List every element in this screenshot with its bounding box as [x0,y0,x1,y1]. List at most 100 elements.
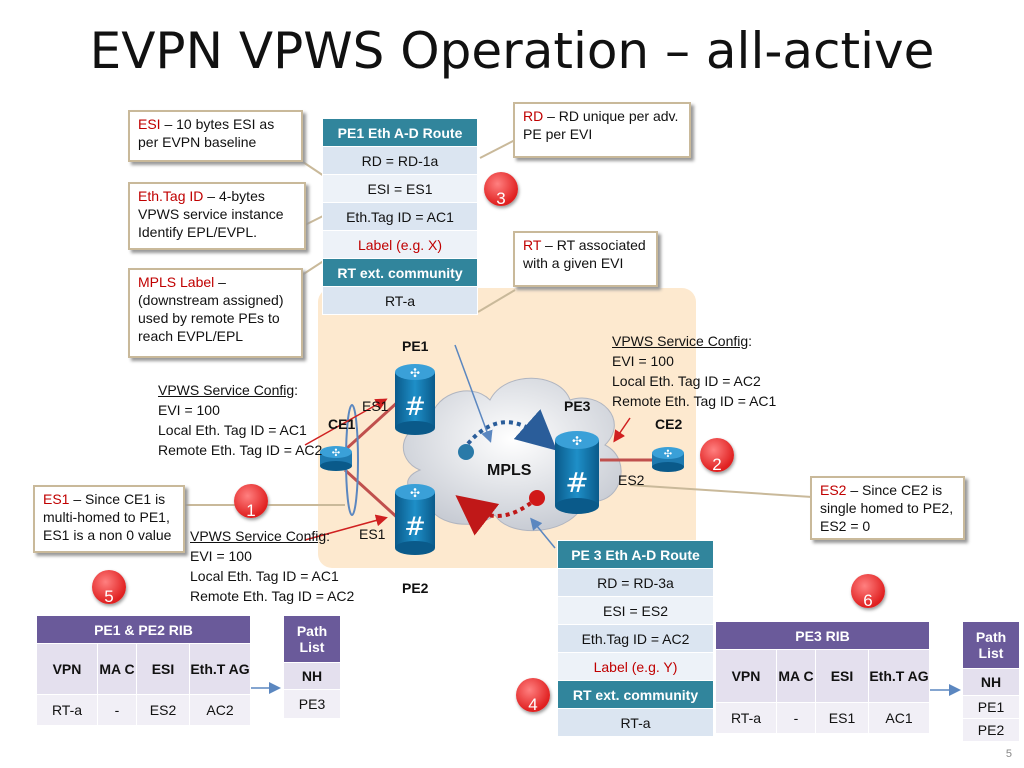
rib-right-title: PE3 RIB [715,621,930,650]
mpls-label-desc: – (downstream assigned) used by remote P… [138,274,284,344]
rib-right-path-list: Path List NH PE1 PE2 [962,621,1020,742]
rib-right-path-title: Path List [962,621,1020,669]
es2-term: ES2 [820,482,847,498]
pe3-route-esi: ESI = ES2 [557,596,714,625]
rib-right-mac: - [776,702,816,734]
ce1-config-evi: EVI = 100 [158,402,220,418]
ce1-config-title: VPWS Service Config [158,382,295,398]
rib-right-nh-value-2: PE2 [962,718,1020,742]
pe3-route-header: PE 3 Eth A-D Route [557,540,714,569]
svg-text:✣: ✣ [410,486,420,500]
ce2-config-local: Local Eth. Tag ID = AC2 [612,373,761,389]
ce2-config-title: VPWS Service Config [612,333,749,349]
step-1-badge: 1 [234,484,268,520]
pe3-router-icon: ✣ # [555,431,599,514]
ce2-config-remote: Remote Eth. Tag ID = AC1 [612,393,777,409]
ce2-config-evi: EVI = 100 [612,353,674,369]
rib-right-esi: ES1 [815,702,869,734]
rib-right-nh-value-1: PE1 [962,695,1020,719]
mpls-label-term: MPLS Label [138,274,215,290]
step-5-badge: 5 [92,570,126,606]
rd-term: RD [523,108,544,124]
mpls-label: MPLS [487,462,532,479]
ce2-service-config: VPWS Service Config: EVI = 100 Local Eth… [612,331,776,411]
rib-left-col-vpn: VPN [36,643,98,695]
pe1-pe2-rib-table: PE1 & PE2 RIB VPN MA C ESI Eth.T AG RT-a… [36,615,251,726]
rib-right-ethtag: AC1 [868,702,930,734]
rib-right-col-esi: ESI [815,649,869,703]
pe1-route-rt: RT-a [322,286,478,315]
pe1-route-ethtag: Eth.Tag ID = AC1 [322,202,478,231]
pe1-route-header: PE1 Eth A-D Route [322,118,478,147]
rib-left-vpn: RT-a [36,694,98,726]
rt-callout: RT – RT associated with a given EVI [513,231,658,287]
pe1-route-table: PE1 Eth A-D Route RD = RD-1a ESI = ES1 E… [322,118,478,315]
pe2-service-config: VPWS Service Config: EVI = 100 Local Eth… [190,526,354,606]
pe2-config-title: VPWS Service Config [190,528,327,544]
rib-left-path-title: Path List [283,615,341,663]
svg-text:✣: ✣ [664,449,672,460]
pe1-route-label: Label (e.g. X) [322,230,478,259]
pe3-route-rt-header: RT ext. community [557,680,714,709]
rd-desc: – RD unique per adv. PE per EVI [523,108,679,142]
ethtag-term: Eth.Tag ID [138,188,204,204]
pe3-rib-table: PE3 RIB VPN MA C ESI Eth.T AG RT-a - ES1… [715,621,930,734]
rib-left-nh-header: NH [283,662,341,690]
ce1-router-icon: ✣ [320,446,352,471]
ce1-config-local: Local Eth. Tag ID = AC1 [158,422,307,438]
pe3-route-rd: RD = RD-3a [557,568,714,597]
rib-left-path-list: Path List NH PE3 [283,615,341,719]
pe1-route-esi: ESI = ES1 [322,174,478,203]
rib-right-col-ethtag: Eth.T AG [868,649,930,703]
pe2-config-evi: EVI = 100 [190,548,252,564]
pe3-label: PE3 [564,398,591,414]
step-4-badge: 4 [516,678,550,714]
rib-left-ethtag: AC2 [189,694,251,726]
dotted-arrow-blue [461,409,557,452]
rib-right-nh-header: NH [962,668,1020,696]
rd-callout: RD – RD unique per adv. PE per EVI [513,102,691,158]
ce2-label: CE2 [655,416,683,432]
ce1-config-colon: : [294,382,299,398]
page-number: 5 [1005,748,1012,760]
pe3-route-ethtag: Eth.Tag ID = AC2 [557,624,714,653]
slide-title: EVPN VPWS Operation – all-active [89,22,935,80]
esi-term: ESI [138,116,161,132]
es2-link-label: ES2 [618,472,645,488]
ce2-config-colon: : [748,333,753,349]
pe1-router-icon: ✣ # [395,364,435,435]
es1-link-label-bottom: ES1 [359,526,386,542]
es2-desc: – Since CE2 is single homed to PE2, ES2 … [820,482,954,534]
mpls-label-callout: MPLS Label – (downstream assigned) used … [128,268,303,358]
esi-desc: – 10 bytes ESI as per EVPN baseline [138,116,275,150]
es1-desc: – Since CE1 is multi-homed to PE1, ES1 i… [43,491,172,543]
step-3-badge: 3 [484,172,518,208]
rib-left-col-mac: MA C [97,643,137,695]
ce1-config-remote: Remote Eth. Tag ID = AC2 [158,442,323,458]
pe2-label: PE2 [402,580,429,596]
ce1-service-config: VPWS Service Config: EVI = 100 Local Eth… [158,380,322,460]
pe2-config-colon: : [326,528,331,544]
rib-left-nh-value: PE3 [283,689,341,719]
rib-left-esi: ES2 [136,694,190,726]
esi-callout: ESI – 10 bytes ESI as per EVPN baseline [128,110,303,162]
es1-link-label-top: ES1 [362,398,389,414]
rib-left-mac: - [97,694,137,726]
ce2-router-icon: ✣ [652,447,684,472]
es1-term: ES1 [43,491,70,507]
pe1-label: PE1 [402,338,429,354]
step-6-badge: 6 [851,574,885,610]
svg-text:#: # [404,392,426,422]
pe2-router-icon: ✣ # [395,484,435,555]
ethtag-callout: Eth.Tag ID – 4-bytes VPWS service instan… [128,182,306,250]
svg-text:#: # [565,466,588,499]
pe2-config-local: Local Eth. Tag ID = AC1 [190,568,339,584]
pe1-route-rd: RD = RD-1a [322,146,478,175]
svg-text:#: # [404,512,426,542]
rt-term: RT [523,237,542,253]
es2-callout: ES2 – Since CE2 is single homed to PE2, … [810,476,965,540]
pe3-route-rt: RT-a [557,708,714,737]
rib-right-col-mac: MA C [776,649,816,703]
rib-left-col-ethtag: Eth.T AG [189,643,251,695]
svg-text:✣: ✣ [572,434,582,448]
